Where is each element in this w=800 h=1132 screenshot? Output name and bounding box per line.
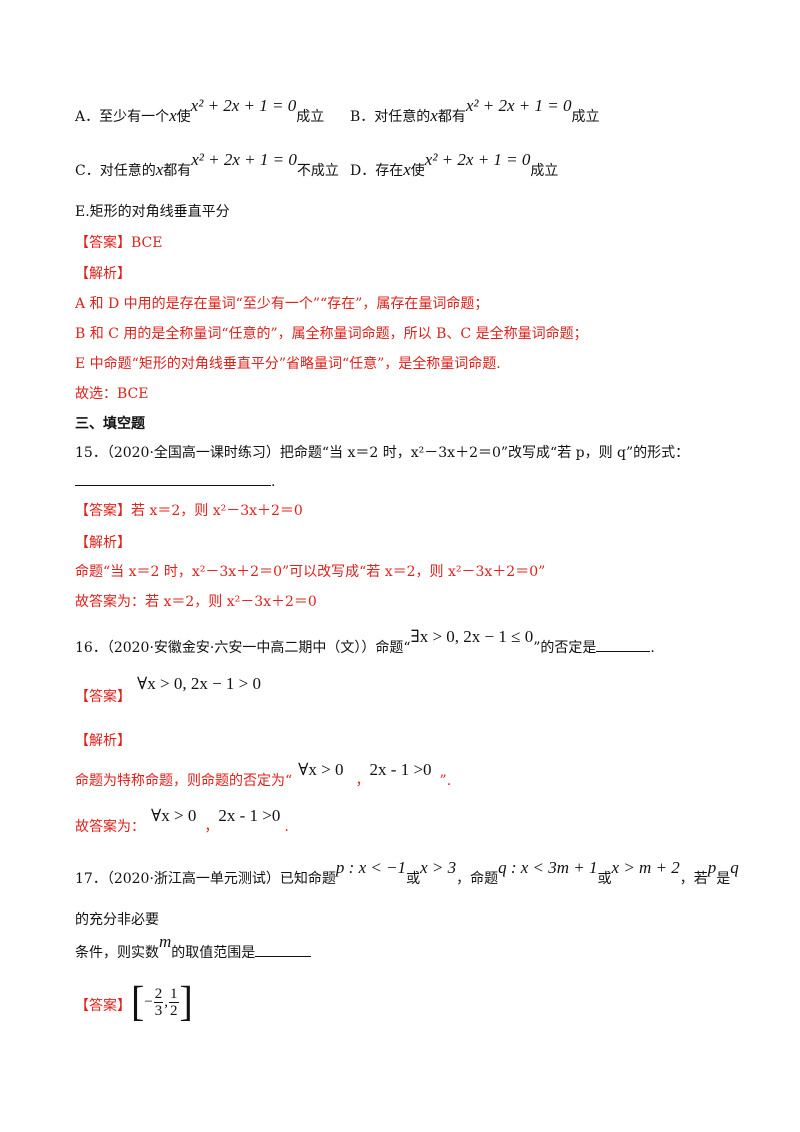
q16-final-comma: ， [204, 819, 219, 835]
option-b-var: x [430, 106, 438, 125]
option-c-label: C．对任意的 [75, 163, 156, 179]
q17-p-part2: x > 3 [420, 858, 457, 877]
option-b: B．对任意的x都有x² + 2x + 1 = 0成立 [350, 96, 600, 127]
option-c-mid: 都有 [163, 163, 192, 179]
q17-or-2: 或 [597, 871, 612, 887]
q14-analysis-line-1: A 和 D 中用的是存在量词“至少有一个”“存在”，属存在量词命题； [75, 296, 489, 312]
q15-answer: 【答案】若 x＝2，则 x²－3x＋2＝0 [75, 501, 303, 521]
q15-analysis-tag: 【解析】 [75, 535, 131, 551]
option-b-label: B．对任意的 [350, 109, 431, 125]
q17-frac-1-den: 3 [154, 1002, 163, 1019]
q16-analysis-b: ”. [439, 773, 452, 789]
q14-answer: 【答案】BCE [75, 233, 162, 253]
q15-blank-line: . [75, 471, 275, 492]
answer-tag: 【答案】 [75, 235, 131, 251]
option-e: E.矩形的对角线垂直平分 [75, 204, 230, 220]
q14-analysis-tag: 【解析】 [75, 266, 131, 282]
q17-q-var: q [730, 858, 739, 877]
q16-analysis-formula-1: ∀x > 0 [298, 760, 344, 779]
q17-p-part1: p : x < −1 [335, 858, 407, 877]
option-d-var: x [403, 160, 411, 179]
q16-analysis-comma: ， [355, 773, 370, 789]
answer-value: BCE [131, 235, 163, 251]
q15-blank-tail: . [271, 474, 276, 490]
q17-line-3-b: 的取值范围是 [171, 945, 256, 961]
option-c: C．对任意的x都有x² + 2x + 1 = 0不成立 [75, 150, 339, 181]
q17-stem: 17．（2020·浙江高一单元测试）已知命题p : x < −1或x > 3，命… [75, 858, 739, 889]
q17-line-3: 条件，则实数m的取值范围是 [75, 932, 312, 963]
option-c-tail: 不成立 [296, 163, 339, 179]
left-bracket-icon: [ [131, 977, 145, 1026]
q14-final: 故选：BCE [75, 386, 149, 402]
q14-analysis-line-3: E 中命题“矩形的对角线垂直平分”省略量词“任意”，是全称量词命题. [75, 356, 501, 372]
q17-frac-sep: , [164, 994, 169, 1010]
q16-blank [596, 637, 651, 652]
q17-frac-sign: − [144, 994, 153, 1010]
q16-final-formula-2: 2x - 1 >0 [218, 806, 281, 825]
q17-stem-a: 17．（2020·浙江高一单元测试）已知命题 [75, 871, 336, 887]
q17-m-var: m [159, 932, 172, 951]
q17-p-var: p [707, 858, 717, 877]
q16-stem-b: ”的否定是 [533, 640, 597, 656]
q16-final-a: 故答案为： [75, 819, 145, 835]
answer-tag: 【答案】 [75, 998, 131, 1014]
right-bracket-icon: ] [179, 977, 193, 1026]
q16-analysis-tag: 【解析】 [75, 733, 131, 749]
option-a-mid: 使 [176, 109, 191, 125]
q16-final-formula-1: ∀x > 0 [151, 806, 197, 825]
q16-analysis-formula-2: 2x - 1 >0 [369, 760, 432, 779]
q16-analysis-a: 命题为特称命题，则命题的否定为“ [75, 773, 293, 789]
q15-analysis: 命题“当 x＝2 时，x²－3x＋2＝0”可以改写成“若 x＝2，则 x²－3x… [75, 564, 546, 580]
option-a-var: x [169, 106, 177, 125]
q17-frac-1-num: 2 [153, 985, 164, 1003]
answer-tag: 【答案】 [75, 689, 131, 705]
q16-stem-end: . [650, 640, 655, 656]
answer-value: ∀x > 0, 2x − 1 > 0 [137, 674, 262, 693]
option-d-mid: 使 [410, 163, 425, 179]
q16-formula: ∃x > 0, 2x − 1 ≤ 0 [410, 627, 534, 646]
q17-ruo: ，若 [679, 871, 708, 887]
q17-line-3-a: 条件，则实数 [75, 945, 159, 961]
q17-or-1: 或 [406, 871, 421, 887]
q16-stem: 16．（2020·安徽金安·六安一中高二期中（文））命题“∃x > 0, 2x … [75, 627, 655, 658]
q17-q-part1: q : x < 3m + 1 [498, 858, 598, 877]
q15-stem: 15．（2020·全国高一课时练习）把命题“当 x＝2 时，x²－3x＋2＝0”… [75, 445, 690, 461]
q14-analysis-line-2: B 和 C 用的是全称量词“任意的”，属全称量词命题，所以 B、C 是全称量词命… [75, 326, 588, 342]
q15-final: 故答案为：若 x＝2，则 x²－3x＋2＝0 [75, 594, 317, 610]
option-d-label: D．存在 [350, 163, 404, 179]
answer-tag: 【答案】 [75, 503, 131, 519]
option-d-tail: 成立 [530, 163, 559, 179]
q17-q-part2: x > m + 2 [611, 858, 680, 877]
option-c-equation: x² + 2x + 1 = 0 [191, 150, 297, 169]
option-d: D．存在x使x² + 2x + 1 = 0成立 [350, 150, 559, 181]
q16-analysis: 命题为特称命题，则命题的否定为“ ∀x > 0 ，2x - 1 >0 ”. [75, 760, 452, 791]
option-a-equation: x² + 2x + 1 = 0 [190, 96, 297, 115]
q16-stem-a: 16．（2020·安徽金安·六安一中高二期中（文））命题“ [75, 640, 411, 656]
q17-shi: 是 [716, 871, 731, 887]
option-a: A．至少有一个x使x² + 2x + 1 = 0成立 [75, 96, 325, 127]
option-c-var: x [155, 160, 164, 179]
answer-value: 若 x＝2，则 x²－3x＋2＝0 [131, 503, 303, 519]
q17-frac-2-num: 1 [169, 985, 179, 1003]
option-a-tail: 成立 [296, 109, 325, 125]
option-b-tail: 成立 [571, 109, 600, 125]
option-b-equation: x² + 2x + 1 = 0 [465, 96, 572, 115]
option-b-mid: 都有 [437, 109, 466, 125]
q17-mid: ，命题 [456, 871, 499, 887]
q16-final-end: . [284, 819, 289, 835]
q15-blank [75, 471, 271, 486]
option-a-label: A．至少有一个 [75, 109, 170, 125]
option-d-equation: x² + 2x + 1 = 0 [424, 150, 531, 169]
section-heading: 三、填空题 [75, 416, 145, 432]
q17-blank [255, 942, 312, 957]
q17-frac-2-den: 2 [170, 1002, 178, 1019]
q16-final: 故答案为： ∀x > 0 ，2x - 1 >0. [75, 806, 289, 837]
q16-answer: 【答案】 ∀x > 0, 2x − 1 > 0 [75, 674, 261, 705]
q17-line-2: 的充分非必要 [75, 912, 159, 928]
